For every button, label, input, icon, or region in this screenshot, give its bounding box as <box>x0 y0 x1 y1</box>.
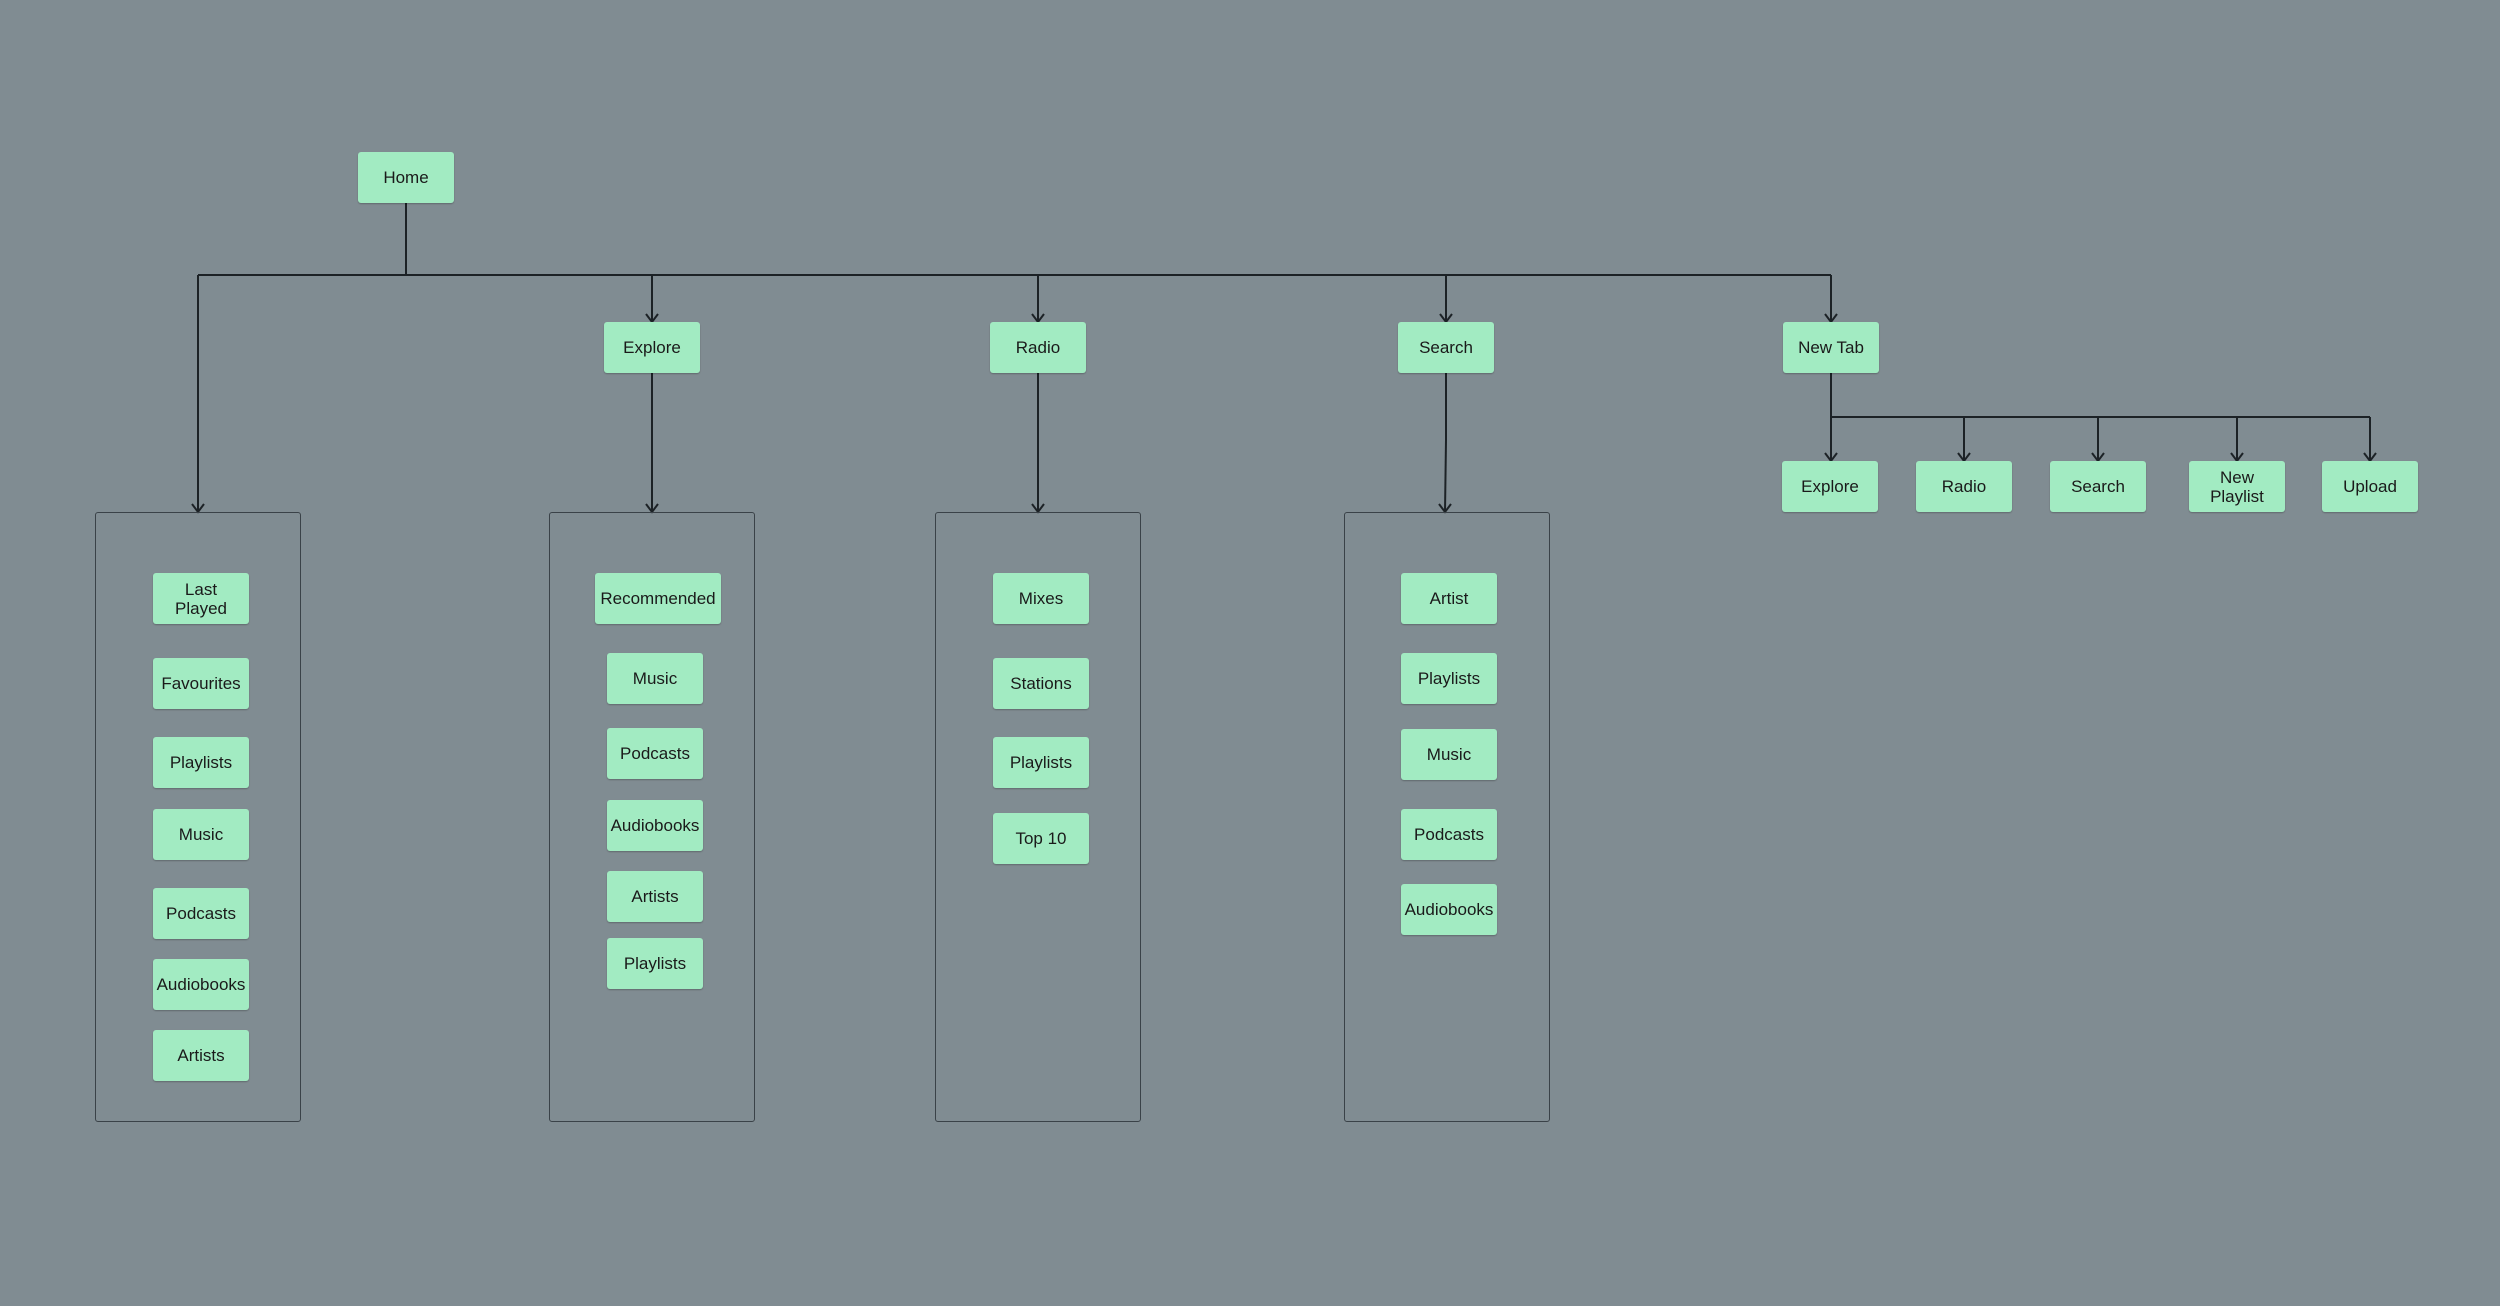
home-item-audiobooks[interactable]: Audiobooks <box>153 959 249 1010</box>
new-tab-item-search[interactable]: Search <box>2050 461 2146 512</box>
search-item-music[interactable]: Music <box>1401 729 1497 780</box>
home-item-last-played[interactable]: Last Played <box>153 573 249 624</box>
search-item-artist[interactable]: Artist <box>1401 573 1497 624</box>
search-group-box <box>1344 512 1550 1122</box>
radio-item-playlists[interactable]: Playlists <box>993 737 1089 788</box>
radio-item-stations[interactable]: Stations <box>993 658 1089 709</box>
new-tab-item-radio[interactable]: Radio <box>1916 461 2012 512</box>
new-tab-item-upload[interactable]: Upload <box>2322 461 2418 512</box>
home-node[interactable]: Home <box>358 152 454 203</box>
explore-item-playlists[interactable]: Playlists <box>607 938 703 989</box>
explore-group-box <box>549 512 755 1122</box>
search-node[interactable]: Search <box>1398 322 1494 373</box>
explore-item-recommended[interactable]: Recommended <box>595 573 721 624</box>
search-item-playlists[interactable]: Playlists <box>1401 653 1497 704</box>
explore-item-artists[interactable]: Artists <box>607 871 703 922</box>
explore-item-podcasts[interactable]: Podcasts <box>607 728 703 779</box>
radio-node[interactable]: Radio <box>990 322 1086 373</box>
home-item-artists[interactable]: Artists <box>153 1030 249 1081</box>
explore-item-audiobooks[interactable]: Audiobooks <box>607 800 703 851</box>
new-tab-item-explore[interactable]: Explore <box>1782 461 1878 512</box>
radio-group-box <box>935 512 1141 1122</box>
explore-item-music[interactable]: Music <box>607 653 703 704</box>
search-to-group-line <box>1444 439 1447 513</box>
home-item-podcasts[interactable]: Podcasts <box>153 888 249 939</box>
home-item-playlists[interactable]: Playlists <box>153 737 249 788</box>
home-group-box <box>95 512 301 1122</box>
search-item-podcasts[interactable]: Podcasts <box>1401 809 1497 860</box>
new-tab-item-new-playlist[interactable]: New Playlist <box>2189 461 2285 512</box>
explore-node[interactable]: Explore <box>604 322 700 373</box>
home-item-music[interactable]: Music <box>153 809 249 860</box>
radio-item-mixes[interactable]: Mixes <box>993 573 1089 624</box>
search-item-audiobooks[interactable]: Audiobooks <box>1401 884 1497 935</box>
home-item-favourites[interactable]: Favourites <box>153 658 249 709</box>
new-tab-node[interactable]: New Tab <box>1783 322 1879 373</box>
radio-item-top-10[interactable]: Top 10 <box>993 813 1089 864</box>
